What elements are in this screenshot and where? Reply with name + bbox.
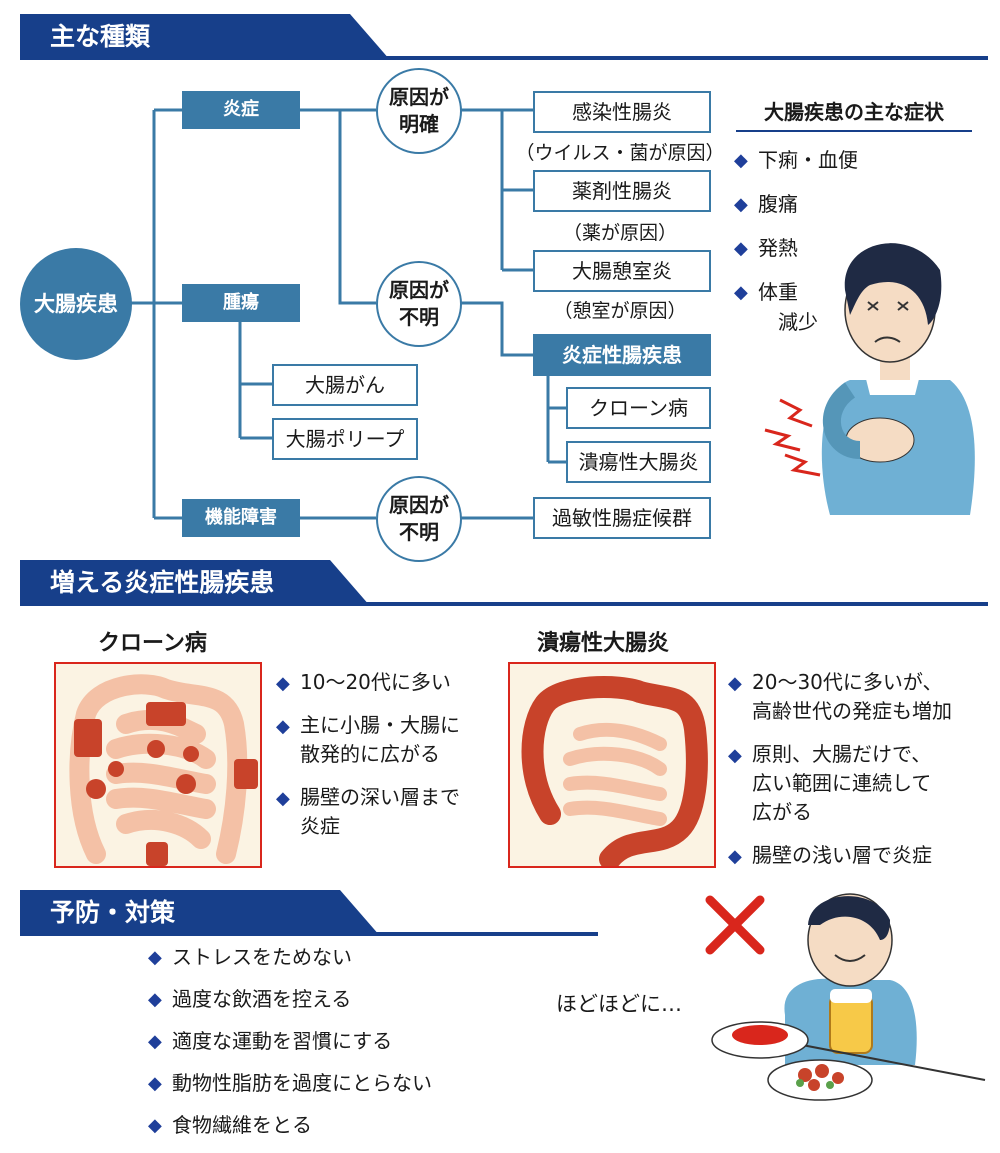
prevention-list: ◆ ストレスをためない ◆ 過度な飲酒を控える ◆ 適度な運動を習慣にする ◆ 動物性脂肪を過… [148, 943, 478, 1153]
leaf-drug: 薬剤性腸炎 [533, 170, 711, 212]
leaf-diverticulitis: 大腸憩室炎 [533, 250, 711, 292]
section-rule [20, 56, 988, 60]
symptom-item-text: 発熱 [758, 236, 798, 260]
crohn-illustration-box [54, 662, 262, 868]
eating-man-illustration [705, 893, 986, 1101]
uc-bullet-list: ◆ 20〜30代に多いが、 高齢世代の発症も増加 ◆ 原則、大腸だけで、 広い範囲に連… [728, 668, 988, 884]
section-header-ibd: 増える炎症性腸疾患 [20, 560, 988, 606]
symptom-item-text: 腹痛 [758, 192, 798, 216]
uc-intestine-illustration [521, 676, 708, 870]
category-tumor: 腫瘍 [182, 284, 300, 322]
diamond-bullet-icon: ◆ [734, 150, 748, 171]
symptom-item: ◆ 腹痛 [734, 189, 874, 219]
symptom-item: ◆ 体重 減少 [734, 277, 874, 337]
diamond-bullet-icon: ◆ [276, 673, 290, 694]
leaf-polyp: 大腸ポリープ [272, 418, 418, 460]
section-header-prevention: 予防・対策 [20, 890, 598, 936]
diamond-bullet-icon: ◆ [728, 846, 742, 867]
symptom-item: ◆ 下痢・血便 [734, 145, 874, 175]
prevention-item-text: 動物性脂肪を過度にとらない [172, 1071, 432, 1095]
crohn-title: クローン病 [98, 631, 207, 656]
uc-bullet: ◆ 20〜30代に多いが、 高齢世代の発症も増加 [728, 668, 988, 726]
leaf-ibd: 炎症性腸疾患 [533, 334, 711, 376]
diamond-bullet-icon: ◆ [148, 1115, 162, 1136]
prevention-item-text: 適度な運動を習慣にする [172, 1029, 393, 1053]
prevention-item-text: 過度な飲酒を控える [172, 987, 352, 1011]
category-functional: 機能障害 [182, 499, 300, 537]
diamond-bullet-icon: ◆ [276, 716, 290, 737]
diamond-bullet-icon: ◆ [276, 788, 290, 809]
prevention-item: ◆ 適度な運動を習慣にする [148, 1027, 478, 1055]
crohn-bullet-text: 主に小腸・大腸に 散発的に広がる [300, 713, 460, 766]
section-header-types: 主な種類 [20, 14, 988, 60]
diamond-bullet-icon: ◆ [148, 1031, 162, 1052]
crohn-bullet: ◆ 10〜20代に多い [276, 668, 486, 697]
section-rule [20, 932, 598, 936]
uc-bullet-text: 原則、大腸だけで、 広い範囲に連続して 広がる [752, 742, 932, 824]
prevention-item-text: ストレスをためない [172, 945, 352, 969]
prevention-item: ◆ 食物繊維をとる [148, 1111, 478, 1139]
section-rule [20, 602, 988, 606]
symptom-item-text: 下痢・血便 [758, 148, 858, 172]
prevention-item: ◆ 動物性脂肪を過度にとらない [148, 1069, 478, 1097]
leaf-ibs: 過敏性腸症候群 [533, 497, 711, 539]
leaf-cancer: 大腸がん [272, 364, 418, 406]
symptom-item: ◆ 発熱 [734, 233, 874, 263]
crohn-intestine-illustration [69, 674, 258, 866]
uc-title: 潰瘍性大腸炎 [537, 631, 670, 656]
stomachache-man-illustration [764, 243, 975, 515]
cause-unknown-node: 原因が 不明 [376, 261, 462, 347]
moderation-label: ほどほどに… [556, 992, 682, 1016]
uc-bullet: ◆ 原則、大腸だけで、 広い範囲に連続して 広がる [728, 740, 988, 827]
root-node: 大腸疾患 [20, 248, 132, 360]
diamond-bullet-icon: ◆ [734, 194, 748, 215]
category-inflammation: 炎症 [182, 91, 300, 129]
crohn-bullet-text: 10〜20代に多い [300, 670, 451, 694]
leaf-infectious-note: （ウイルス・菌が原因） [515, 142, 725, 164]
root-label: 大腸疾患 [34, 291, 118, 316]
diamond-bullet-icon: ◆ [734, 282, 748, 303]
section-title-ibd: 増える炎症性腸疾患 [20, 560, 370, 606]
crohn-bullet-text: 腸壁の深い層まで 炎症 [300, 785, 460, 838]
prevention-item: ◆ ストレスをためない [148, 943, 478, 971]
diamond-bullet-icon: ◆ [148, 989, 162, 1010]
prevention-item-text: 食物繊維をとる [172, 1113, 312, 1137]
cause-unknown-node-2: 原因が 不明 [376, 476, 462, 562]
uc-bullet-text: 20〜30代に多いが、 高齢世代の発症も増加 [752, 670, 952, 723]
tree-connectors [130, 108, 566, 520]
crohn-bullet: ◆ 腸壁の深い層まで 炎症 [276, 783, 486, 841]
crohn-bullet: ◆ 主に小腸・大腸に 散発的に広がる [276, 711, 486, 769]
prevention-item: ◆ 過度な飲酒を控える [148, 985, 478, 1013]
uc-illustration-box [508, 662, 716, 870]
symptom-list: ◆ 下痢・血便 ◆ 腹痛 ◆ 発熱 ◆ 体重 減少 [734, 145, 874, 351]
cause-clear-node: 原因が 明確 [376, 68, 462, 154]
uc-bullet-text: 腸壁の浅い層で炎症 [752, 843, 932, 867]
diamond-bullet-icon: ◆ [148, 947, 162, 968]
symptoms-title: 大腸疾患の主な症状 [764, 100, 944, 124]
uc-bullet: ◆ 腸壁の浅い層で炎症 [728, 841, 988, 870]
leaf-infectious: 感染性腸炎 [533, 91, 711, 133]
leaf-drug-note: （薬が原因） [562, 222, 677, 244]
diamond-bullet-icon: ◆ [728, 673, 742, 694]
section-title-types: 主な種類 [20, 14, 390, 60]
section-title-prevention: 予防・対策 [20, 890, 380, 936]
symptoms-rule [736, 130, 972, 132]
leaf-uc: 潰瘍性大腸炎 [566, 441, 711, 483]
diamond-bullet-icon: ◆ [148, 1073, 162, 1094]
leaf-crohn: クローン病 [566, 387, 711, 429]
diamond-bullet-icon: ◆ [734, 238, 748, 259]
prohibited-x-icon [705, 895, 765, 955]
crohn-bullet-list: ◆ 10〜20代に多い ◆ 主に小腸・大腸に 散発的に広がる ◆ 腸壁の深い層まで 炎症 [276, 668, 486, 855]
diamond-bullet-icon: ◆ [728, 745, 742, 766]
leaf-diverticulitis-note: （憩室が原因） [553, 300, 687, 322]
symptom-item-text: 体重 減少 [758, 280, 818, 334]
